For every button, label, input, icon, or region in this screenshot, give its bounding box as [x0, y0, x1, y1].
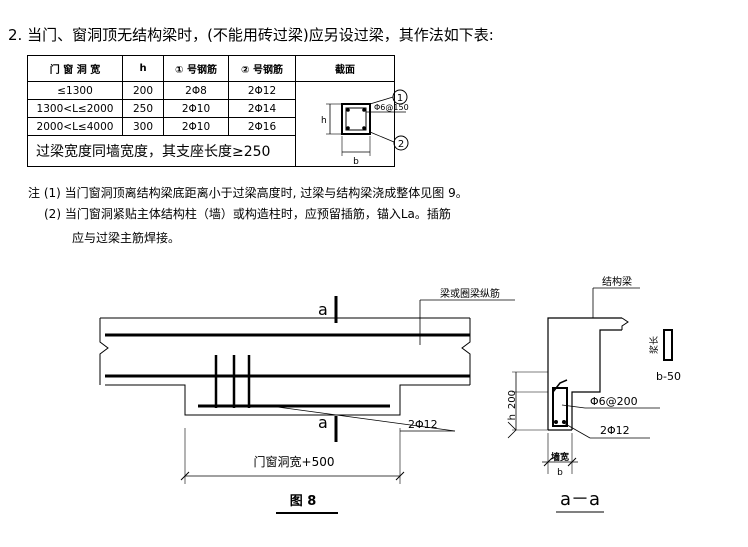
leader-line [269, 405, 456, 432]
break-line-left [99, 318, 109, 385]
leader-line [369, 131, 395, 143]
marker-2-label: 2 [398, 139, 404, 150]
note-line-3: 应与过梁主筋焊接。 [72, 231, 181, 245]
header-opening-width: 门 窗 洞 宽 [27, 55, 123, 82]
rebar-label: 2Φ12 [408, 418, 438, 431]
leader-line [561, 421, 591, 439]
cell-rebar-1: 2Φ8 [163, 81, 229, 100]
table-row: 1300<L≤2000 250 2Φ10 2Φ14 [27, 99, 395, 118]
leader-line [561, 404, 586, 409]
cell-rebar-2: 2Φ14 [228, 99, 296, 118]
section-aa-drawing: 结构梁 200 h 浆长 b-50 Φ6@200 2Φ12 墙宽 b a－a [507, 275, 681, 513]
heading-text: 2. 当门、窗洞顶无结构梁时，(不能用砖过梁)应另设过梁，其作法如下表: [8, 26, 494, 44]
rebar-dot [362, 108, 366, 112]
dim-tick [395, 471, 405, 481]
stirrup-hook [552, 379, 568, 393]
cell-width: 2000<L≤4000 [27, 117, 123, 136]
section-mark-bottom: a [318, 413, 328, 432]
b-label: b [557, 468, 563, 478]
break-line [621, 317, 629, 330]
stirrup-section [552, 387, 568, 427]
lintel-outline [105, 384, 470, 416]
table-note: 过梁宽度同墙宽度，其支座长度≥250 [27, 135, 296, 167]
structural-beam-label: 结构梁 [602, 275, 632, 288]
cell-rebar-2: 2Φ16 [228, 117, 296, 136]
dim-b-label: b [353, 157, 359, 167]
leader-line [369, 96, 394, 105]
section-detail-cell [295, 81, 395, 167]
lintel-spec-table: 门 窗 洞 宽 h ① 号钢筋 ② 号钢筋 截面 ≤1300 200 2Φ8 2… [27, 55, 395, 167]
b50-label: b-50 [656, 370, 681, 383]
section-mark-top: a [318, 300, 328, 319]
header-rebar-1: ① 号钢筋 [163, 55, 229, 82]
beam-rebar-label: 梁或圈梁纵筋 [440, 287, 500, 300]
figure-title: 图 8 [290, 494, 317, 509]
note-line-2: (2) 当门窗洞紧贴主体结构柱（墙）或构造柱时，应预留插筋，锚入La。插筋 [44, 207, 451, 221]
rebar-dot [346, 108, 350, 112]
dim-tick [543, 457, 553, 467]
dim-tick [567, 457, 577, 467]
marker-circle-1 [392, 89, 408, 105]
table-row: ≤1300 200 2Φ8 2Φ12 [27, 81, 395, 167]
opening-label: 门窗洞宽+500 [254, 454, 335, 469]
stirrup-label: Φ6@150 [374, 103, 409, 112]
rebar-dot [554, 420, 558, 424]
marker-circle-2 [393, 135, 409, 151]
dim-arrow [507, 421, 517, 439]
cell-rebar-2: 2Φ12 [228, 81, 296, 100]
dim-h-label: h [507, 414, 518, 420]
table-note-row: 过梁宽度同墙宽度，其支座长度≥250 [27, 135, 395, 167]
marker-1-label: 1 [397, 93, 403, 104]
dim-200-label: 200 [507, 390, 518, 409]
header-h: h [122, 55, 164, 82]
cell-width: ≤1300 [27, 81, 123, 100]
section-title: a－a [560, 489, 600, 510]
rebar-label: 2Φ12 [600, 424, 630, 437]
dim-h-label: h [321, 116, 327, 126]
cell-width: 1300<L≤2000 [27, 99, 123, 118]
wall-width-label: 墙宽 [551, 451, 569, 463]
section-detail-small: 1 Φ6@150 2 h b [321, 89, 409, 167]
stirrup-outline [345, 107, 367, 131]
lintel-section-outline [341, 103, 371, 135]
note-line-1: 注 (1) 当门窗洞顶离结构梁底距离小于过梁高度时, 过梁与结构梁浇成整体见图 … [28, 186, 468, 200]
beam-inner-outline [571, 329, 622, 430]
dim-tick [180, 471, 190, 481]
break-line-right [461, 318, 471, 385]
stirrup-label: Φ6@200 [590, 395, 638, 408]
elevation-drawing: a a 梁或圈梁纵筋 2Φ12 门窗洞宽+500 图 8 [99, 287, 515, 514]
rebar-dot [362, 126, 366, 130]
table-header-row: 门 窗 洞 宽 h ① 号钢筋 ② 号钢筋 截面 [27, 55, 395, 82]
stirrup-side-detail [663, 329, 673, 361]
sidebar-label: 浆长 [648, 336, 660, 354]
rebar-dot [346, 126, 350, 130]
beam-outline [547, 317, 622, 430]
